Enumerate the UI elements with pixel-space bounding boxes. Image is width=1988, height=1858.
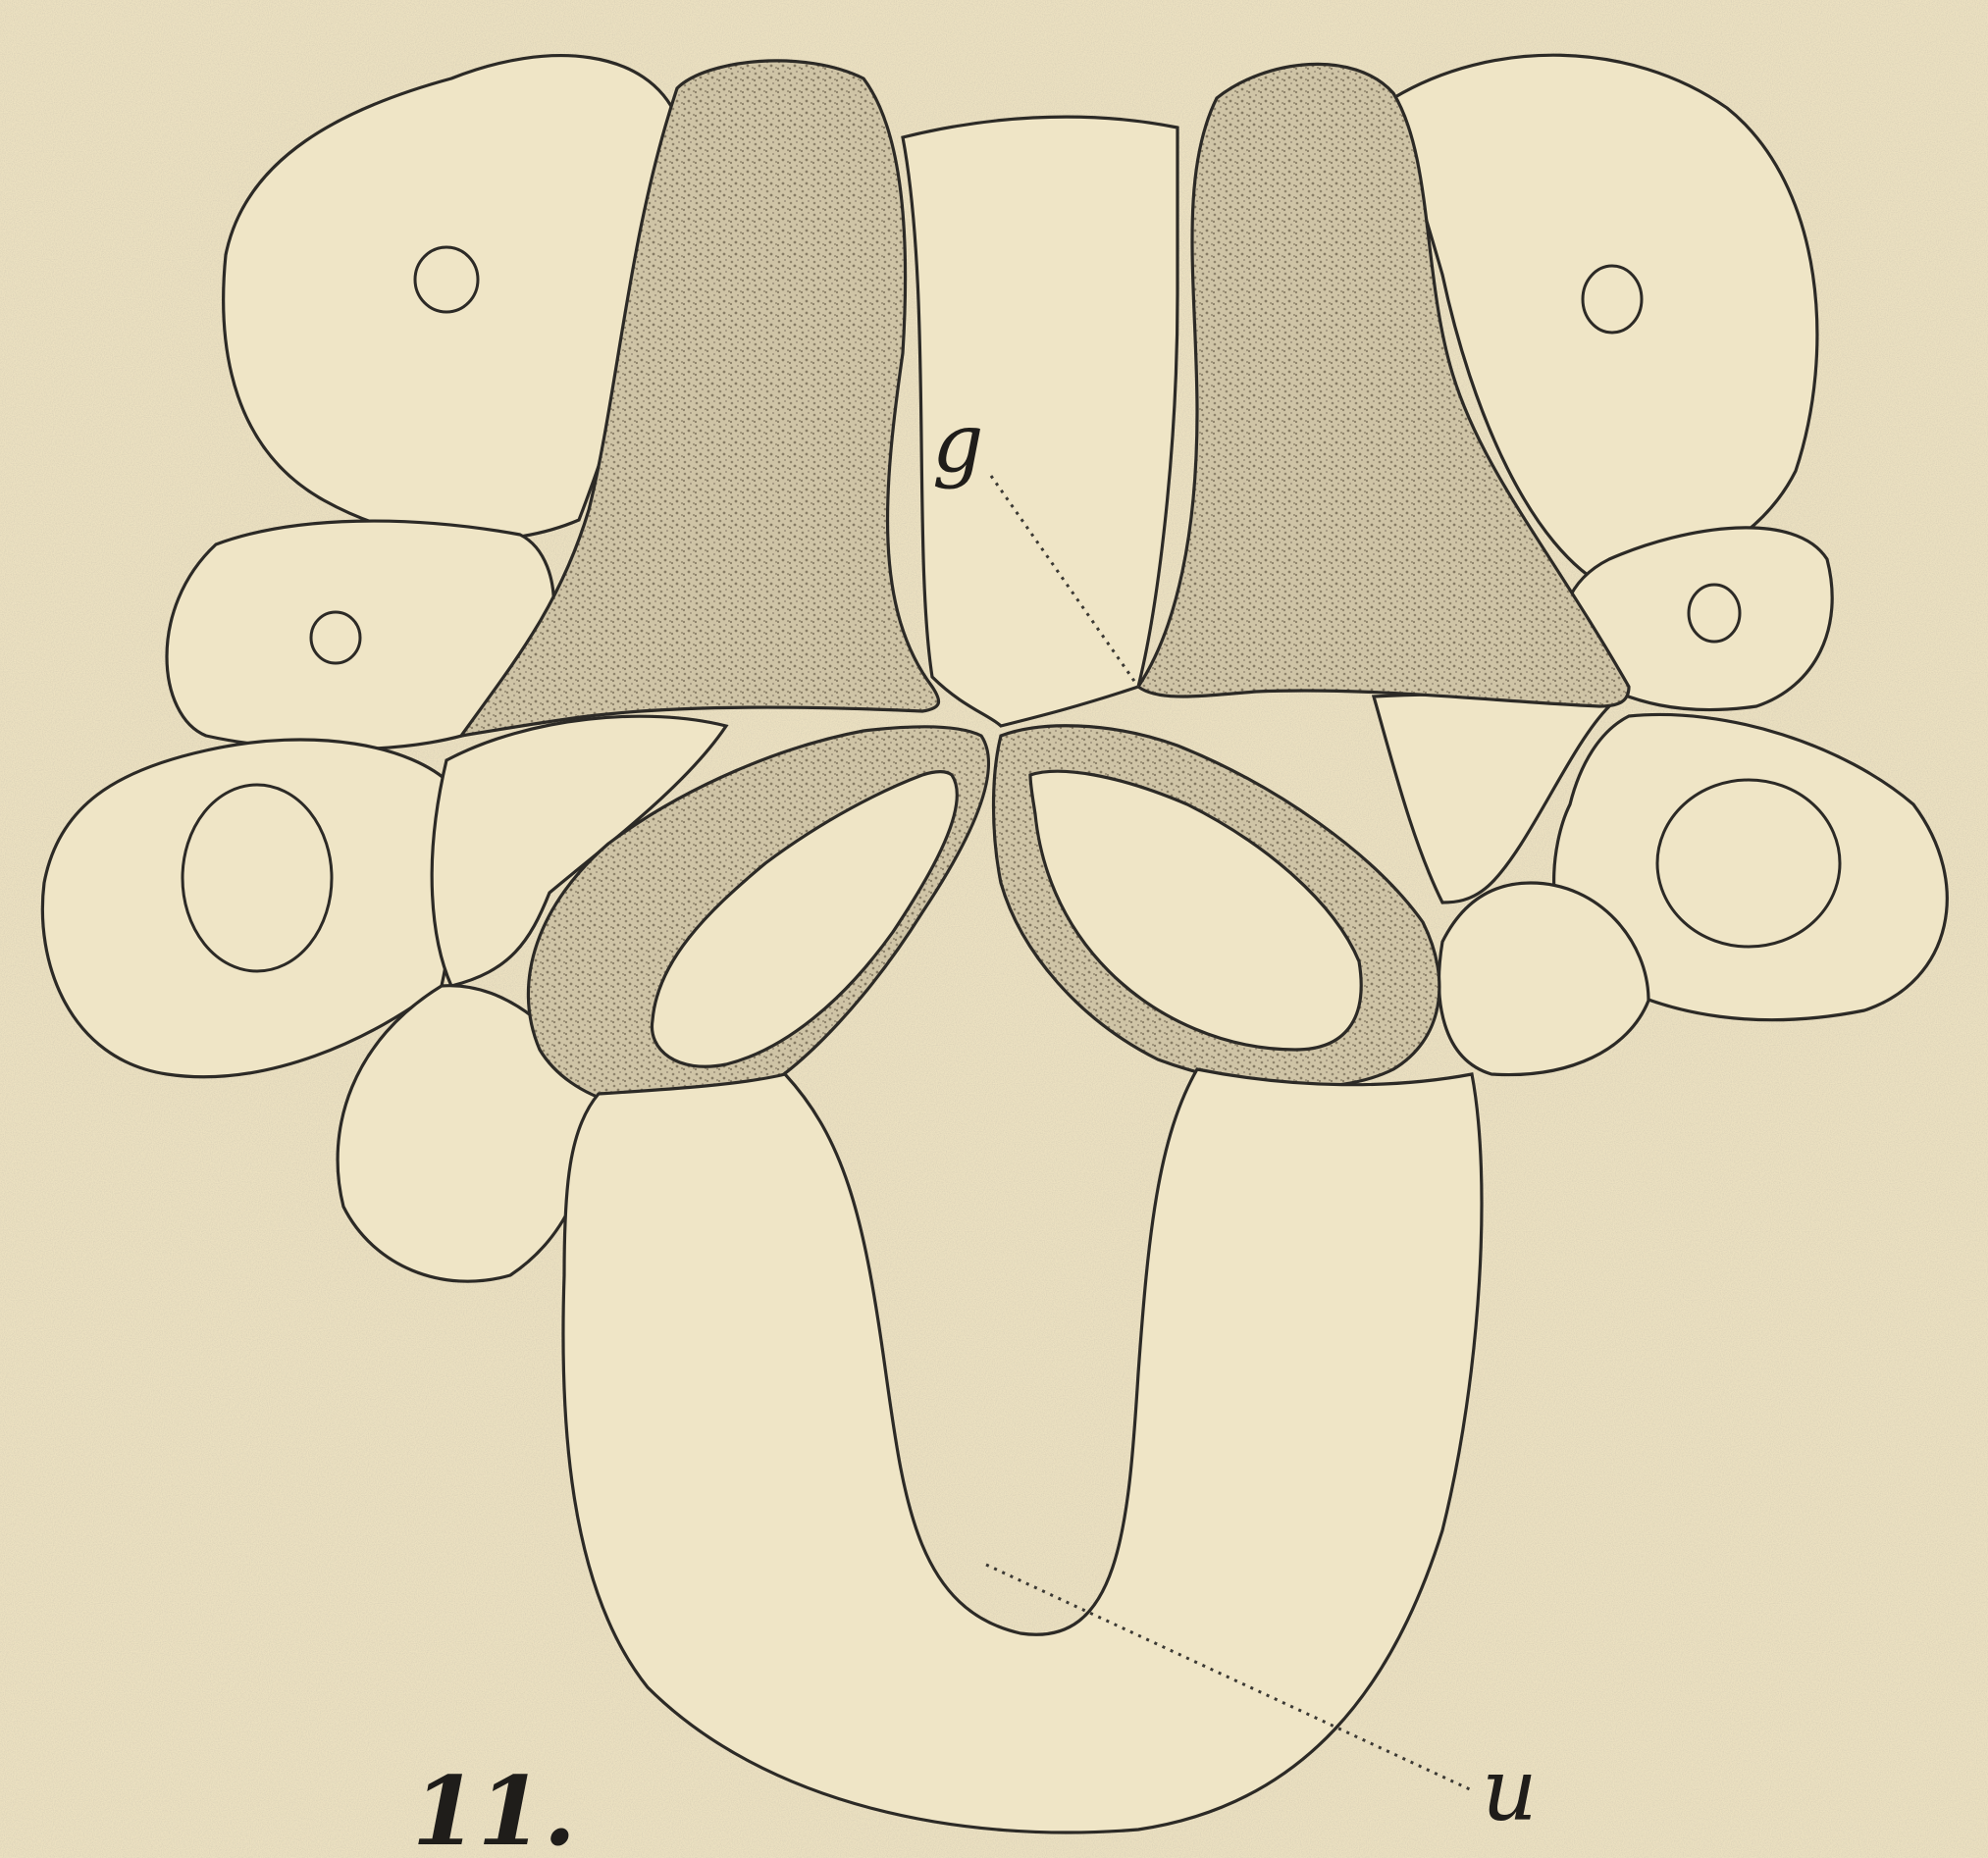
label-u: u	[1482, 1739, 1538, 1840]
label-g: g	[932, 397, 984, 490]
figure-number: 11.	[412, 1756, 576, 1858]
